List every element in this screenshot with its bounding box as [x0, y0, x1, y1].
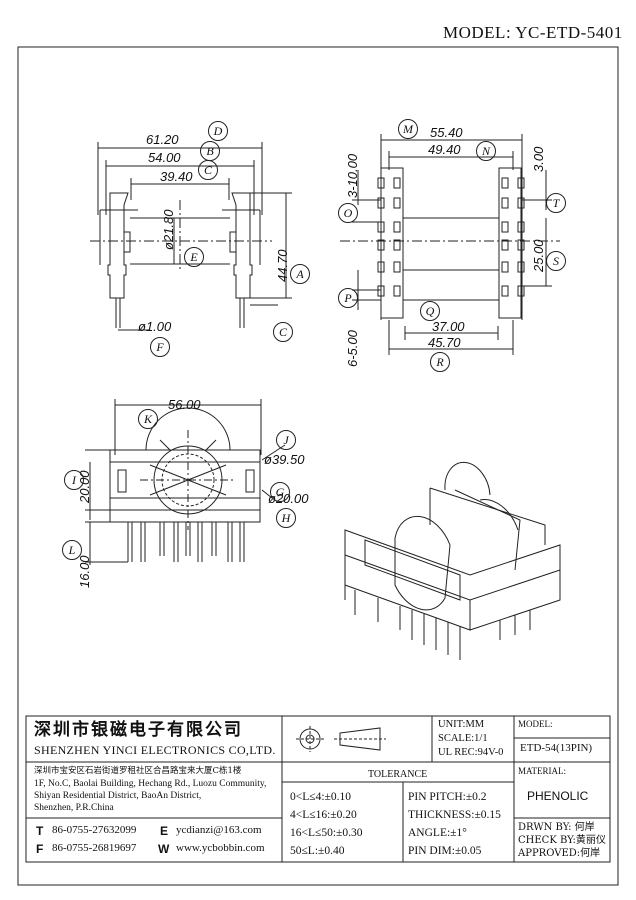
bottom-pins [127, 522, 245, 562]
label-e: E [184, 247, 204, 267]
side-pins-right [501, 177, 525, 297]
dim-pin-1-00: ø1.00 [138, 319, 172, 334]
drawn-by: DRWN BY: 何岸 [518, 822, 595, 833]
dim-39-40: 39.40 [160, 169, 193, 184]
address-en-2: Shiyan Residential District, BaoAn Distr… [34, 791, 202, 801]
material-value: PHENOLIC [527, 789, 589, 803]
label-h: H [276, 508, 296, 528]
label-t: T [546, 193, 566, 213]
dim-56-00: 56.00 [168, 397, 201, 412]
tol-row-2: 4<L≤16:±0.20 [290, 809, 357, 821]
dim-54-00: 54.00 [148, 150, 181, 165]
pin-pitch: PIN PITCH:±0.2 [408, 791, 487, 803]
check-by: CHECK BY:黄丽仪 [518, 835, 606, 846]
web-label: W [158, 842, 170, 856]
label-n: N [476, 141, 496, 161]
label-c-right: C [273, 322, 293, 342]
angle: ANGLE:±1° [408, 827, 467, 839]
dim-55-40: 55.40 [430, 125, 463, 140]
label-s: S [546, 251, 566, 271]
dim-45-70: 45.70 [428, 335, 461, 350]
label-f: F [150, 337, 170, 357]
dim-dia-21-80: ø21.80 [161, 209, 176, 250]
title-block-lines [25, 715, 611, 863]
label-i: I [64, 470, 84, 490]
label-g: G [270, 482, 290, 502]
address-en-1: 1F, No.C, Baolai Building, Hechang Rd., … [34, 779, 267, 789]
model-header: MODEL: YC-ETD-5401 [443, 23, 623, 42]
company-name-cn: 深圳市银磁电子有限公司 [34, 720, 243, 740]
address-cn: 深圳市宝安区石岩街道罗租社区合昌路宝来大厦C栋1楼 [34, 766, 242, 776]
label-d: D [208, 121, 228, 141]
unit-text: UNIT:MM [438, 719, 485, 730]
company-name-en: SHENZHEN YINCI ELECTRONICS CO,LTD. [34, 743, 276, 757]
label-b: B [200, 141, 220, 161]
address-en-3: Shenzhen, P.R.China [34, 803, 114, 813]
label-r: R [430, 352, 450, 372]
tolerance-title: TOLERANCE [368, 769, 428, 780]
label-l: L [62, 540, 82, 560]
tel-label: T [36, 824, 44, 838]
sheet-frame [17, 46, 619, 886]
label-j: J [276, 430, 296, 450]
label-p: P [338, 288, 358, 308]
web-link[interactable]: www.ycbobbin.com [176, 842, 265, 854]
dim-3-00: 3.00 [531, 146, 546, 172]
label-q: Q [420, 301, 440, 321]
email-link[interactable]: ycdianzi@163.com [176, 824, 262, 836]
model-label: MODEL: [518, 719, 553, 729]
pin-dim: PIN DIM:±0.05 [408, 845, 482, 857]
dim-49-40: 49.40 [428, 142, 461, 157]
isometric-view [344, 461, 561, 660]
dim-3-10-00: 3-10.00 [345, 153, 360, 198]
email-label: E [160, 824, 169, 838]
tel-number: 86-0755-27632099 [52, 824, 137, 836]
fax-label: F [36, 842, 44, 856]
label-c: C [198, 160, 218, 180]
material-label: MATERIAL: [518, 766, 566, 776]
dim-16-00: 16.00 [77, 555, 92, 588]
fax-number: 86-0755-26819697 [52, 842, 137, 854]
front-view [90, 142, 292, 331]
thickness: THICKNESS:±0.15 [408, 809, 501, 821]
dim-61-20: 61.20 [146, 132, 179, 147]
label-a: A [290, 264, 310, 284]
label-k: K [138, 409, 158, 429]
dim-44-70: 44.70 [275, 249, 290, 282]
tol-row-1: 0<L≤4:±0.10 [290, 791, 351, 803]
label-o: O [338, 203, 358, 223]
scale-text: SCALE:1/1 [438, 733, 488, 744]
ul-rec-text: UL REC:94V-0 [438, 747, 504, 758]
tol-row-4: 50≤L:±0.40 [290, 845, 345, 857]
dim-6-5-00: 6-5.00 [345, 330, 360, 367]
label-m: M [398, 119, 418, 139]
side-pins-left [377, 177, 401, 297]
tol-row-3: 16<L≤50:±0.30 [290, 827, 363, 839]
model-value: ETD-54(13PIN) [520, 742, 593, 754]
approved-by: APPROVED:何岸 [518, 848, 601, 859]
bottom-view [85, 399, 286, 565]
dim-25-00: 25.00 [531, 239, 546, 272]
dim-37-00: 37.00 [432, 319, 465, 334]
dim-dia-39-50: ø39.50 [264, 452, 305, 467]
